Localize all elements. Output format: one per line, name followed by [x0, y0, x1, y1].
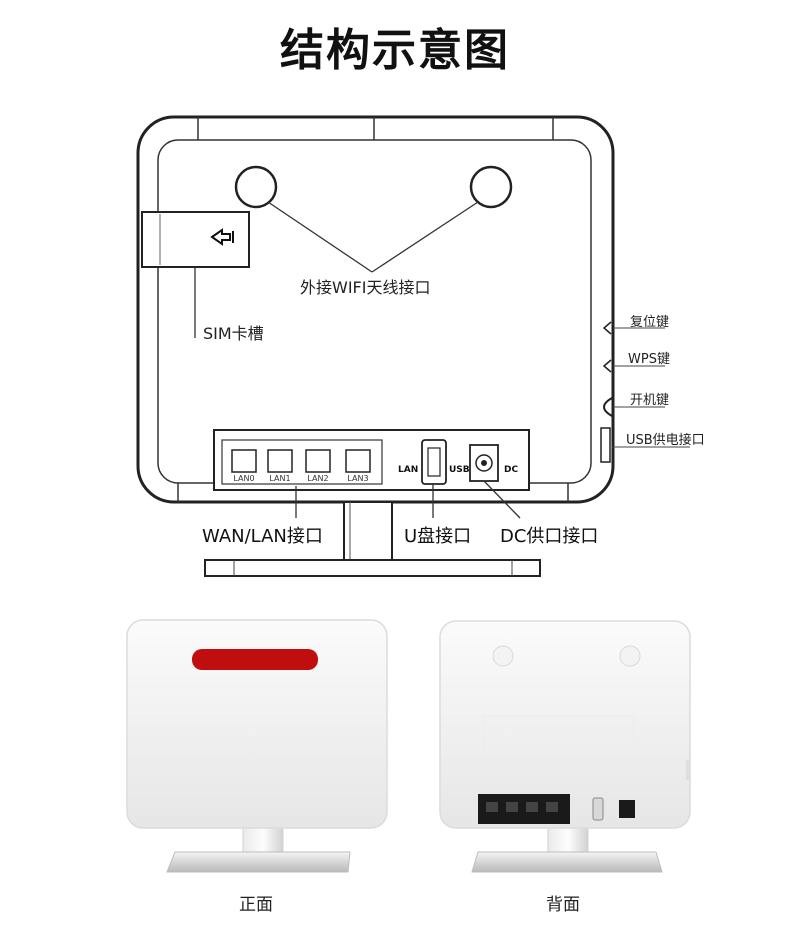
- back-lan-block: [478, 794, 570, 824]
- lan1-label: LAN1: [269, 474, 290, 483]
- back-dc-jack: [619, 800, 635, 818]
- lan1-port: [267, 449, 293, 473]
- front-photo: [126, 619, 388, 873]
- back-usb-slot: [592, 797, 604, 821]
- front-body: [126, 619, 388, 829]
- lan3-label: LAN3: [347, 474, 368, 483]
- power-button: [603, 397, 613, 417]
- front-caption: 正面: [239, 895, 273, 915]
- wps-label: WPS键: [628, 352, 670, 367]
- back-body: [439, 620, 691, 829]
- page-title: 结构示意图: [280, 25, 510, 76]
- antenna-label: 外接WIFI天线接口: [300, 278, 431, 297]
- back-caption: 背面: [546, 895, 580, 915]
- antenna-port-left: [234, 165, 278, 209]
- lan0-label: LAN0: [233, 474, 254, 483]
- power-label: 开机键: [630, 393, 670, 408]
- reset-button: [602, 321, 612, 335]
- diagram-stand-neck: [343, 501, 393, 561]
- back-photo: [439, 620, 691, 873]
- dc-label: DC供口接口: [500, 526, 599, 547]
- antenna-port-right: [469, 165, 513, 209]
- usb-power-port: [600, 427, 611, 463]
- lan0-port: [231, 449, 257, 473]
- usb-power-label: USB供电接口: [626, 433, 705, 448]
- u-disk-label: U盘接口: [404, 526, 472, 547]
- lan-side-label: LAN: [398, 465, 418, 475]
- sim-label: SIM卡槽: [203, 324, 264, 343]
- lan2-port: [305, 449, 331, 473]
- usb-port: [421, 439, 447, 485]
- dc-side-label: DC: [504, 465, 518, 475]
- usb-side-label: USB: [449, 465, 470, 475]
- sim-arrow-icon: [210, 228, 234, 246]
- wan-lan-label: WAN/LAN接口: [202, 526, 323, 547]
- reset-label: 复位键: [630, 315, 670, 330]
- diagram-stand-base: [204, 559, 541, 577]
- lan3-port: [345, 449, 371, 473]
- wps-button: [602, 359, 612, 373]
- device-diagram: LAN0 LAN1 LAN2 LAN3 LAN USB DC: [136, 115, 690, 577]
- lan2-label: LAN2: [307, 474, 328, 483]
- front-indicator-stripe: [192, 649, 318, 670]
